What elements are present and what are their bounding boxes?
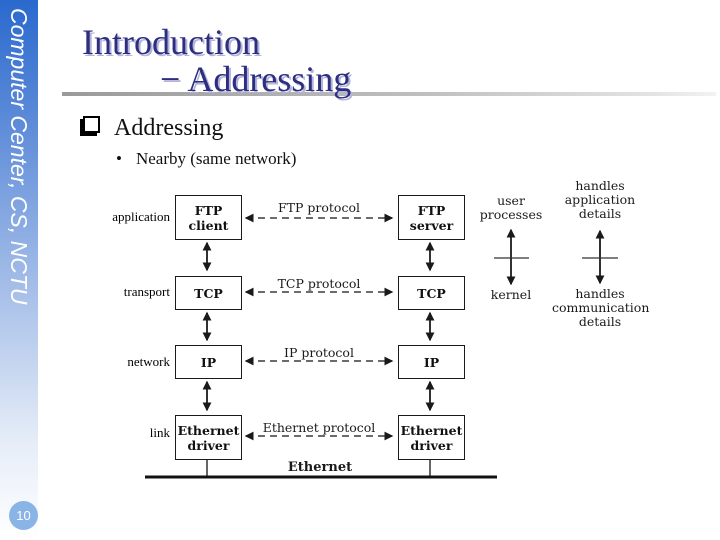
sub-bullet-label: Nearby (same network) — [135, 149, 297, 168]
box-ftp-server: FTP server — [398, 195, 465, 240]
sub-bullet-item: • Nearby (same network) — [116, 149, 296, 169]
shadowed-square-bullet-icon — [83, 116, 100, 133]
sidebar-vertical-text: Computer Center, CS, NCTU — [6, 8, 32, 305]
dot-bullet-icon: • — [116, 149, 122, 168]
layer-label-link: link — [149, 425, 170, 440]
page-title: Introduction — [82, 22, 260, 62]
box-ftp-client: FTP client — [175, 195, 242, 240]
label-user-processes: user processes — [479, 193, 543, 222]
bullet-item: Addressing — [80, 115, 223, 142]
page-number-badge: 10 — [9, 501, 38, 530]
box-ip-left: IP — [175, 345, 242, 379]
box-tcp-left: TCP — [175, 276, 242, 310]
box-ethernet-driver-left: Ethernet driver — [175, 415, 242, 460]
label-ethernet-bus: Ethernet — [287, 460, 353, 475]
layer-label-network: network — [127, 354, 170, 369]
label-tcp-protocol: TCP protocol — [277, 276, 361, 291]
box-tcp-right: TCP — [398, 276, 465, 310]
label-handles-application-details: handles application details — [564, 178, 636, 221]
box-ethernet-driver-right: Ethernet driver — [398, 415, 465, 460]
box-ip-right: IP — [398, 345, 465, 379]
page-subtitle: − Addressing — [160, 59, 352, 99]
label-kernel: kernel — [490, 287, 532, 302]
layer-label-transport: transport — [123, 284, 170, 299]
label-ip-protocol: IP protocol — [284, 345, 354, 360]
label-handles-communication-details: handles communication details — [552, 286, 650, 329]
page-number: 10 — [16, 508, 31, 523]
label-ftp-protocol: FTP protocol — [278, 200, 360, 215]
title-underline — [62, 92, 716, 96]
bullet-label: Addressing — [114, 115, 224, 141]
sidebar: Computer Center, CS, NCTU — [0, 0, 38, 540]
label-ethernet-protocol: Ethernet protocol — [262, 420, 376, 435]
layer-label-application: application — [112, 209, 170, 224]
